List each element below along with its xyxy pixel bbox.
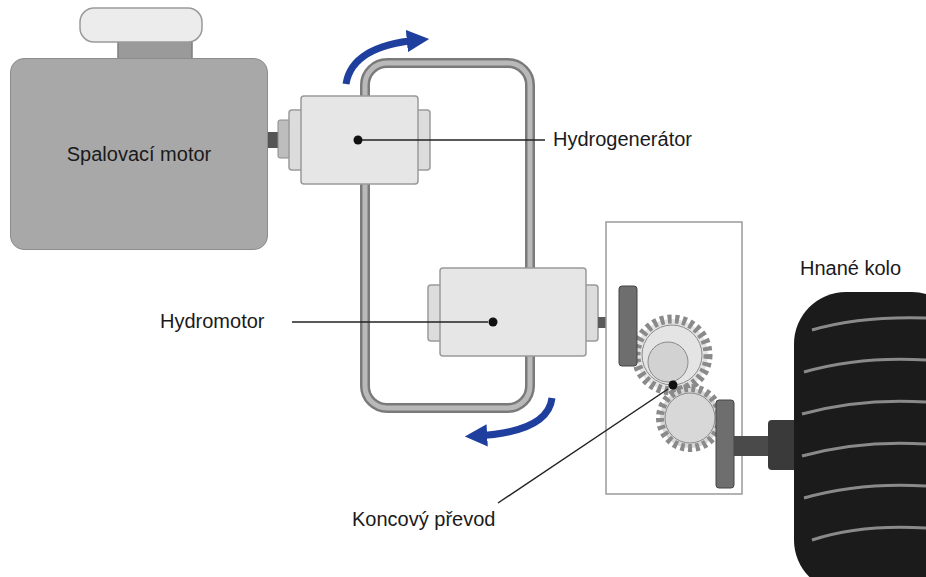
engine-box: Spalovací motor [10,58,268,250]
leader-line [498,389,668,503]
hydromotor-body [489,318,498,327]
part-label: Koncový převod [352,507,495,531]
final-drive [716,400,734,488]
flow-arrow [476,398,552,436]
engine-shaft [266,120,292,158]
hydromotor-body [440,268,586,356]
driven-wheel [804,359,926,372]
final-drive [619,286,637,366]
driven-wheel [804,485,926,498]
node-label: Spalovací motor [67,143,212,166]
engine-cap [80,8,202,42]
final-drive [606,222,742,494]
part-label: Hydrogenerátor [553,127,692,151]
final-drive [636,319,708,391]
final-drive [660,388,720,448]
driven-wheel [794,292,926,577]
hydrogenerator-body [354,136,363,145]
leader-line [292,321,488,323]
driven-wheel [802,443,926,456]
driven-wheel [812,527,926,540]
driven-wheel [768,420,798,470]
final-drive [606,222,742,494]
part-label: Hydromotor [160,309,264,333]
final-drive [648,342,688,382]
leader-line [362,139,545,141]
engine-cap [80,8,202,62]
final-drive [669,381,678,390]
hydromotor-body [428,268,622,356]
flow-arrow [346,40,418,84]
final-drive [665,393,715,443]
part-label: Hnané kolo [800,256,901,280]
driven-wheel [812,318,926,330]
driven-wheel [802,401,926,414]
driven-wheel [734,292,926,577]
final-drive [642,325,702,385]
